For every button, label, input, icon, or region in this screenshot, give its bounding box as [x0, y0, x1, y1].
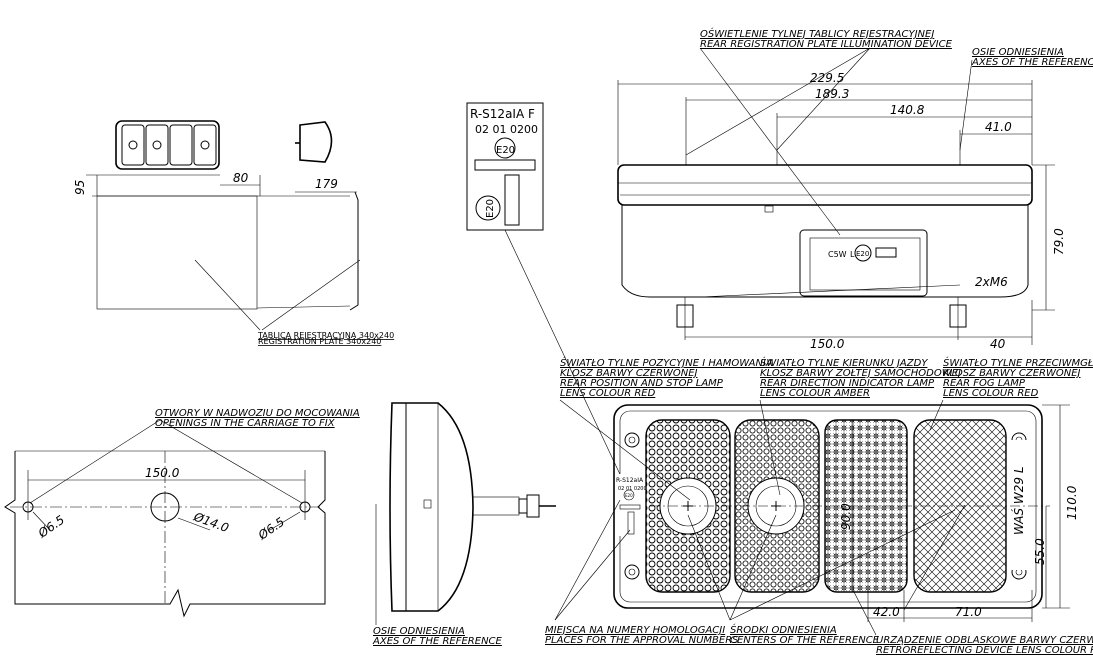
label-pos-stop-en2: LENS COLOUR RED — [560, 388, 656, 399]
dim-110: 110.0 — [1065, 485, 1079, 520]
approval-mark-rotated: E20 — [485, 199, 496, 218]
approval-mark: E20 — [496, 145, 515, 156]
front-leader-lines — [554, 399, 956, 621]
dim-phi14: Ø14.0 — [191, 509, 231, 535]
label-centers-en: CENTERS OF THE REFERENCE — [730, 635, 880, 646]
dim-229: 229.5 — [810, 71, 844, 85]
label-tablica-en: REGISTRATION PLATE 340x240 — [258, 337, 381, 346]
lamp-approval-small1: R-S12aIA — [616, 477, 644, 484]
front-view-lamp — [613, 404, 1070, 622]
dim-phi65-a: Ø6.5 — [35, 513, 67, 541]
top-l: L — [850, 250, 855, 259]
small-side-view — [295, 121, 333, 163]
dim-79: 79.0 — [1052, 228, 1066, 255]
dim-80: 80 — [233, 171, 249, 185]
dim-95: 95 — [73, 180, 87, 195]
label-retro-pl: URZĄDZENIE ODBLASKOWE BARWY CZERWONEJ — [876, 635, 1093, 646]
label-axes-ref2-pl: OSIE ODNIESIENIA — [373, 626, 465, 637]
label-holes-en: OPENINGS IN THE CARRIAGE TO FIX — [155, 418, 336, 429]
label-pos-stop-pl1: ŚWIATŁO TYLNE POZYCYJNE I HAMOWANIA — [560, 356, 773, 369]
model-number: WAŚ W29 L — [1011, 466, 1026, 535]
lamp-approval-mark: E20 — [625, 493, 633, 498]
label-tablica-pl: TABLICA REJESTRACYJNA 340x240 — [257, 331, 394, 340]
dim-189: 189.3 — [815, 87, 849, 101]
label-axes-ref-pl: OSIE ODNIESIENIA — [972, 47, 1064, 58]
dim-42: 42.0 — [873, 605, 900, 619]
label-plate-light-en: REAR REGISTRATION PLATE ILLUMINATION DEV… — [700, 39, 953, 50]
label-dir-pl2: KLOSZ BARWY ŻÓŁTEJ SAMOCHODOWEJ — [760, 366, 961, 379]
label-pos-stop-en1: REAR POSITION AND STOP LAMP — [560, 378, 724, 389]
dim-phi65-b: Ø6.5 — [255, 515, 287, 543]
dim-150-top: 150.0 — [810, 337, 845, 351]
label-dir-en1: REAR DIRECTION INDICATOR LAMP — [760, 378, 935, 389]
dim-71: 71.0 — [955, 605, 982, 619]
dim-150-left: 150.0 — [145, 466, 180, 480]
approval-line1: R-S12aIA F — [470, 107, 535, 121]
label-fog-en1: REAR FOG LAMP — [943, 378, 1026, 389]
dim-179: 179 — [315, 177, 338, 191]
label-fog-pl2: KLOSZ BARWY CZERWONEJ — [943, 368, 1081, 379]
label-dir-en2: LENS COLOUR AMBER — [760, 388, 870, 399]
label-pos-stop-pl2: KLOSZ BARWY CZERWONEJ — [560, 368, 698, 379]
dim-41: 41.0 — [985, 120, 1012, 134]
side-view-lamp — [375, 402, 556, 625]
label-homol-en: PLACES FOR THE APPROVAL NUMBERS — [545, 635, 739, 646]
label-dir-pl1: ŚWIATŁO TYLNE KIERUNKU JAZDY — [760, 356, 928, 369]
label-axes-ref-en: AXES OF THE REFERENCE — [971, 57, 1093, 68]
label-fog-pl1: ŚWIATŁO TYLNE PRZECIWMGŁOWE — [943, 356, 1093, 369]
top-mount: 2xM6 — [975, 275, 1008, 289]
top-dimension-lines — [617, 47, 1055, 345]
label-retro-en: RETROREFLECTING DEVICE LENS COLOUR RED — [876, 645, 1093, 656]
mounting-holes-view — [4, 419, 326, 618]
lamp-approval-small2: 02 01 0200 — [618, 486, 647, 492]
label-fog-en2: LENS COLOUR RED — [943, 388, 1039, 399]
label-axes-ref2-en: AXES OF THE REFERENCE — [372, 636, 503, 647]
approval-line2: 02 01 0200 — [475, 123, 538, 136]
small-front-view — [115, 120, 220, 170]
label-homol-pl: MIEJSCA NA NUMERY HOMOLOGACJI — [545, 625, 725, 636]
top-view-housing — [617, 164, 1033, 340]
dim-140: 140.8 — [890, 103, 925, 117]
top-c5w: C5W — [828, 250, 847, 259]
registration-plate-area — [86, 174, 361, 331]
label-plate-light-pl: OŚWIETLENIE TYLNEJ TABLICY REJESTRACYJNE… — [700, 27, 934, 40]
dim-55: 55.0 — [1033, 538, 1047, 565]
label-centers-pl: ŚRODKI ODNIESIENIA — [730, 623, 837, 636]
top-mark: E20 — [856, 250, 869, 258]
dim-90: 90.0 — [839, 503, 853, 530]
label-holes-pl: OTWORY W NADWOZIU DO MOCOWANIA — [155, 408, 360, 419]
dim-40: 40 — [990, 337, 1006, 351]
